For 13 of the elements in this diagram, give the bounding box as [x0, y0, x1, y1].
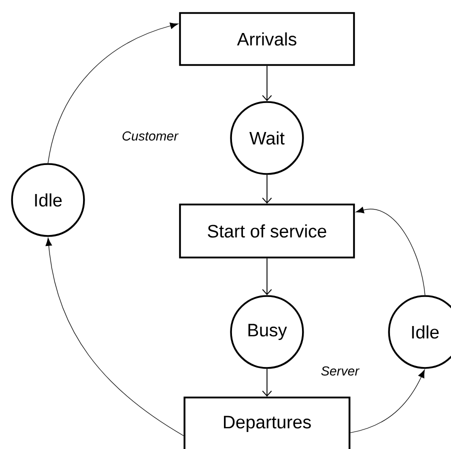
arrow: [262, 368, 272, 397]
arrow: [46, 238, 184, 436]
arrow: [262, 174, 272, 204]
arrow: [262, 65, 272, 102]
arrow: [356, 206, 426, 296]
italic-label: Server: [321, 366, 360, 376]
process-box: Departures: [184, 396, 350, 449]
arrow: [262, 258, 272, 296]
arrow: [350, 370, 425, 434]
italic-label: Customer: [122, 131, 179, 141]
process-box: Arrivals: [179, 12, 355, 66]
arrow: [48, 22, 178, 164]
process-box: Start of service: [179, 204, 355, 258]
